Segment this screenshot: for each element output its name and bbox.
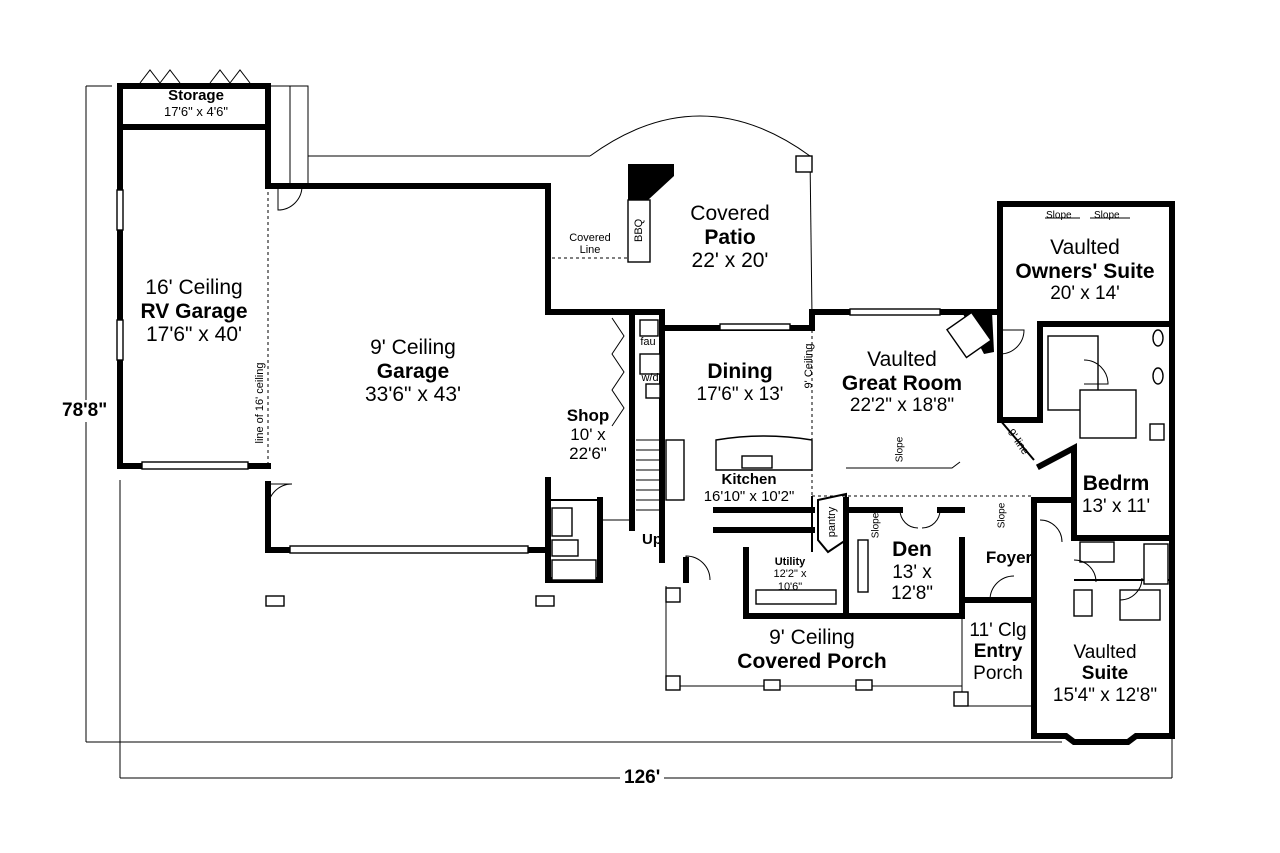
room-entry-porch: 11' Clg Entry Porch (969, 620, 1026, 684)
patio-outline (308, 115, 813, 317)
note-line-2: Line (579, 244, 601, 257)
room-dims: 22' x 20' (691, 249, 769, 273)
room-covered-porch: 9' Ceiling Covered Porch (737, 626, 886, 673)
garage-walls (265, 183, 635, 583)
room-ceiling: 11' Clg (969, 620, 1027, 641)
room-name: Kitchen (721, 471, 777, 488)
note-line-1: Covered (569, 232, 611, 244)
room-name: Covered Porch (737, 649, 887, 673)
room-name: Dining (707, 360, 773, 383)
room-dims: 33'6" x 43' (364, 383, 462, 407)
shop-walls (548, 309, 711, 583)
room-dims-2: 10'6" (777, 580, 803, 593)
foyer-walls (953, 497, 1037, 707)
room-dims: 17'6" x 4'6" (163, 103, 229, 119)
room-kitchen: Kitchen 16'10" x 10'2" (703, 471, 795, 506)
note-wd: w/d (641, 372, 659, 384)
room-dims: 16'10" x 10'2" (703, 487, 795, 505)
room-patio: Covered Patio 22' x 20' (690, 202, 769, 273)
overall-width: 126' (620, 767, 665, 789)
note-slope-great-room: Slope (894, 436, 906, 463)
note-covered-line: Covered Line (569, 232, 611, 257)
room-utility: Utility 12'2" x 10'6" (774, 556, 807, 593)
room-name: Storage (168, 87, 224, 104)
note-9-ceiling: 9' Ceiling (803, 343, 815, 389)
note-slope-suite-right: Slope (1094, 210, 1120, 221)
room-name: Owners' Suite (1015, 259, 1155, 283)
room-dining: Dining 17'6" x 13' (697, 360, 784, 405)
room-vaulted-suite: Vaulted Suite 15'4" x 12'8" (1053, 642, 1157, 706)
room-dims: 20' x 14' (1050, 283, 1120, 305)
room-shop: Shop 10' x 22'6" (567, 406, 610, 463)
room-ceiling: 9' Ceiling (769, 626, 855, 649)
room-dims-1: 12'2" x (773, 568, 807, 581)
note-slope-suite-left: Slope (1046, 210, 1072, 221)
room-garage: 9' Ceiling Garage 33'6" x 43' (365, 336, 461, 407)
room-dims: 17'6" x 40' (145, 323, 243, 347)
note-line-16-ceiling: line of 16' ceiling (254, 362, 266, 444)
note-slope-den: Slope (870, 512, 882, 539)
room-name: RV Garage (140, 299, 248, 323)
room-name: Shop (566, 406, 610, 425)
room-rv-garage: 16' Ceiling RV Garage 17'6" x 40' (141, 276, 248, 347)
posts (265, 595, 555, 607)
room-owners-suite: Vaulted Owners' Suite 20' x 14' (1015, 236, 1154, 304)
room-dims: 17'6" x 13' (696, 383, 784, 405)
room-name: Den (892, 538, 932, 561)
room-dims: 13' x 11' (1081, 495, 1151, 517)
bedroom-suite-walls (1031, 443, 1175, 745)
room-prefix: Vaulted (1073, 642, 1137, 663)
room-dims: 15'4" x 12'8" (1052, 684, 1158, 706)
note-pantry: pantry (826, 506, 838, 538)
storage-doors (139, 69, 251, 84)
rv-garage-walls (116, 83, 309, 470)
room-prefix: Covered (690, 202, 770, 225)
room-name: Great Room (841, 371, 963, 395)
main-living-walls (659, 308, 1034, 552)
room-name: Bedrm (1082, 472, 1150, 495)
overall-depth: 78'8" (58, 400, 112, 422)
note-up: Up (642, 531, 662, 548)
room-great-room: Vaulted Great Room 22'2" x 18'8" (842, 348, 962, 416)
room-dims-2: 12'8" (890, 582, 934, 604)
room-name: Utility (774, 556, 806, 568)
room-prefix: Vaulted (867, 348, 937, 371)
room-suffix: Porch (973, 662, 1023, 684)
room-ceiling: 16' Ceiling (145, 276, 243, 299)
room-storage: Storage 17'6" x 4'6" (163, 87, 229, 119)
room-name: Foyer (985, 548, 1033, 567)
room-name: Patio (704, 225, 756, 249)
covered-porch-outline (665, 586, 962, 691)
room-ceiling: 9' Ceiling (370, 336, 456, 359)
room-dims-1: 13' x (892, 561, 932, 583)
room-dims: 22'2" x 18'8" (849, 395, 955, 417)
room-den: Den 13' x 12'8" (891, 538, 933, 604)
room-name: Suite (1081, 663, 1129, 685)
room-prefix: Vaulted (1050, 236, 1120, 259)
room-name: Garage (376, 359, 450, 383)
note-slope-foyer: Slope (996, 502, 1008, 529)
room-bedrm: Bedrm 13' x 11' (1082, 472, 1150, 517)
room-dims-1: 10' x (570, 425, 606, 445)
note-bbq: BBQ (633, 218, 645, 242)
room-foyer: Foyer (986, 548, 1032, 567)
room-dims-2: 22'6" (569, 444, 607, 464)
east-wing-walls (989, 201, 1175, 473)
note-fau: fau (640, 336, 656, 348)
room-name: Entry (973, 641, 1023, 663)
